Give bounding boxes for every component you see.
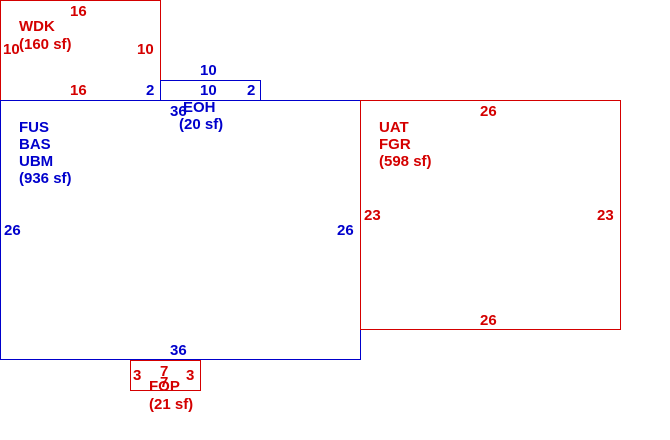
area-wdk: WDK (160 sf) 16 16 10 10 [0,0,161,101]
area-main-dim-left: 26 [4,222,21,239]
area-eoh-dim-top: 10 [200,62,217,79]
area-main: FUS BAS UBM (936 sf) 36 36 26 26 [0,100,361,360]
area-uat-dim-right: 23 [597,207,614,224]
area-fop-dim-left: 3 [133,367,141,384]
area-uat-dim-left: 23 [364,207,381,224]
area-wdk-dim-bottom: 16 [70,82,87,99]
area-main-code-1: BAS [19,136,51,153]
area-main-code-0: FUS [19,119,49,136]
area-eoh-area: (20 sf) [179,116,223,133]
area-uat: UAT FGR (598 sf) 26 26 23 23 [360,100,621,330]
area-fop: FOP (21 sf) 7 7 3 3 [130,360,201,413]
area-fop-dim-bottom: 7 [160,374,168,391]
area-wdk-dim-left: 10 [3,41,20,58]
area-eoh-dim-bottom: 10 [200,82,217,99]
area-eoh-dim-left: 2 [146,82,154,99]
area-main-dim-right: 26 [337,222,354,239]
area-wdk-area: (160 sf) [19,36,72,53]
area-uat-code-0: UAT [379,119,409,136]
area-uat-code-1: FGR [379,136,411,153]
area-fop-dim-right: 3 [186,367,194,384]
area-uat-dim-bottom: 26 [480,312,497,329]
area-eoh-dim-right: 2 [247,82,255,99]
area-eoh-code-0: EOH [183,99,216,116]
area-uat-area: (598 sf) [379,153,432,170]
area-main-area: (936 sf) [19,170,72,187]
area-fop-outline [130,360,201,391]
area-fop-dim-top: 7 [160,363,168,380]
area-main-outline [0,100,361,360]
area-main-code-2: UBM [19,153,53,170]
area-wdk-dim-top: 16 [70,3,87,20]
area-uat-outline [360,100,621,330]
area-wdk-dim-right: 10 [137,41,154,58]
area-main-dim-top: 36 [170,103,187,120]
area-wdk-code-0: WDK [19,18,55,35]
area-fop-area: (21 sf) [149,396,193,413]
area-fop-code-0: FOP [149,378,180,395]
area-uat-dim-top: 26 [480,103,497,120]
area-eoh: EOH (20 sf) 10 10 2 2 [146,62,261,133]
area-main-dim-bottom: 36 [170,342,187,359]
